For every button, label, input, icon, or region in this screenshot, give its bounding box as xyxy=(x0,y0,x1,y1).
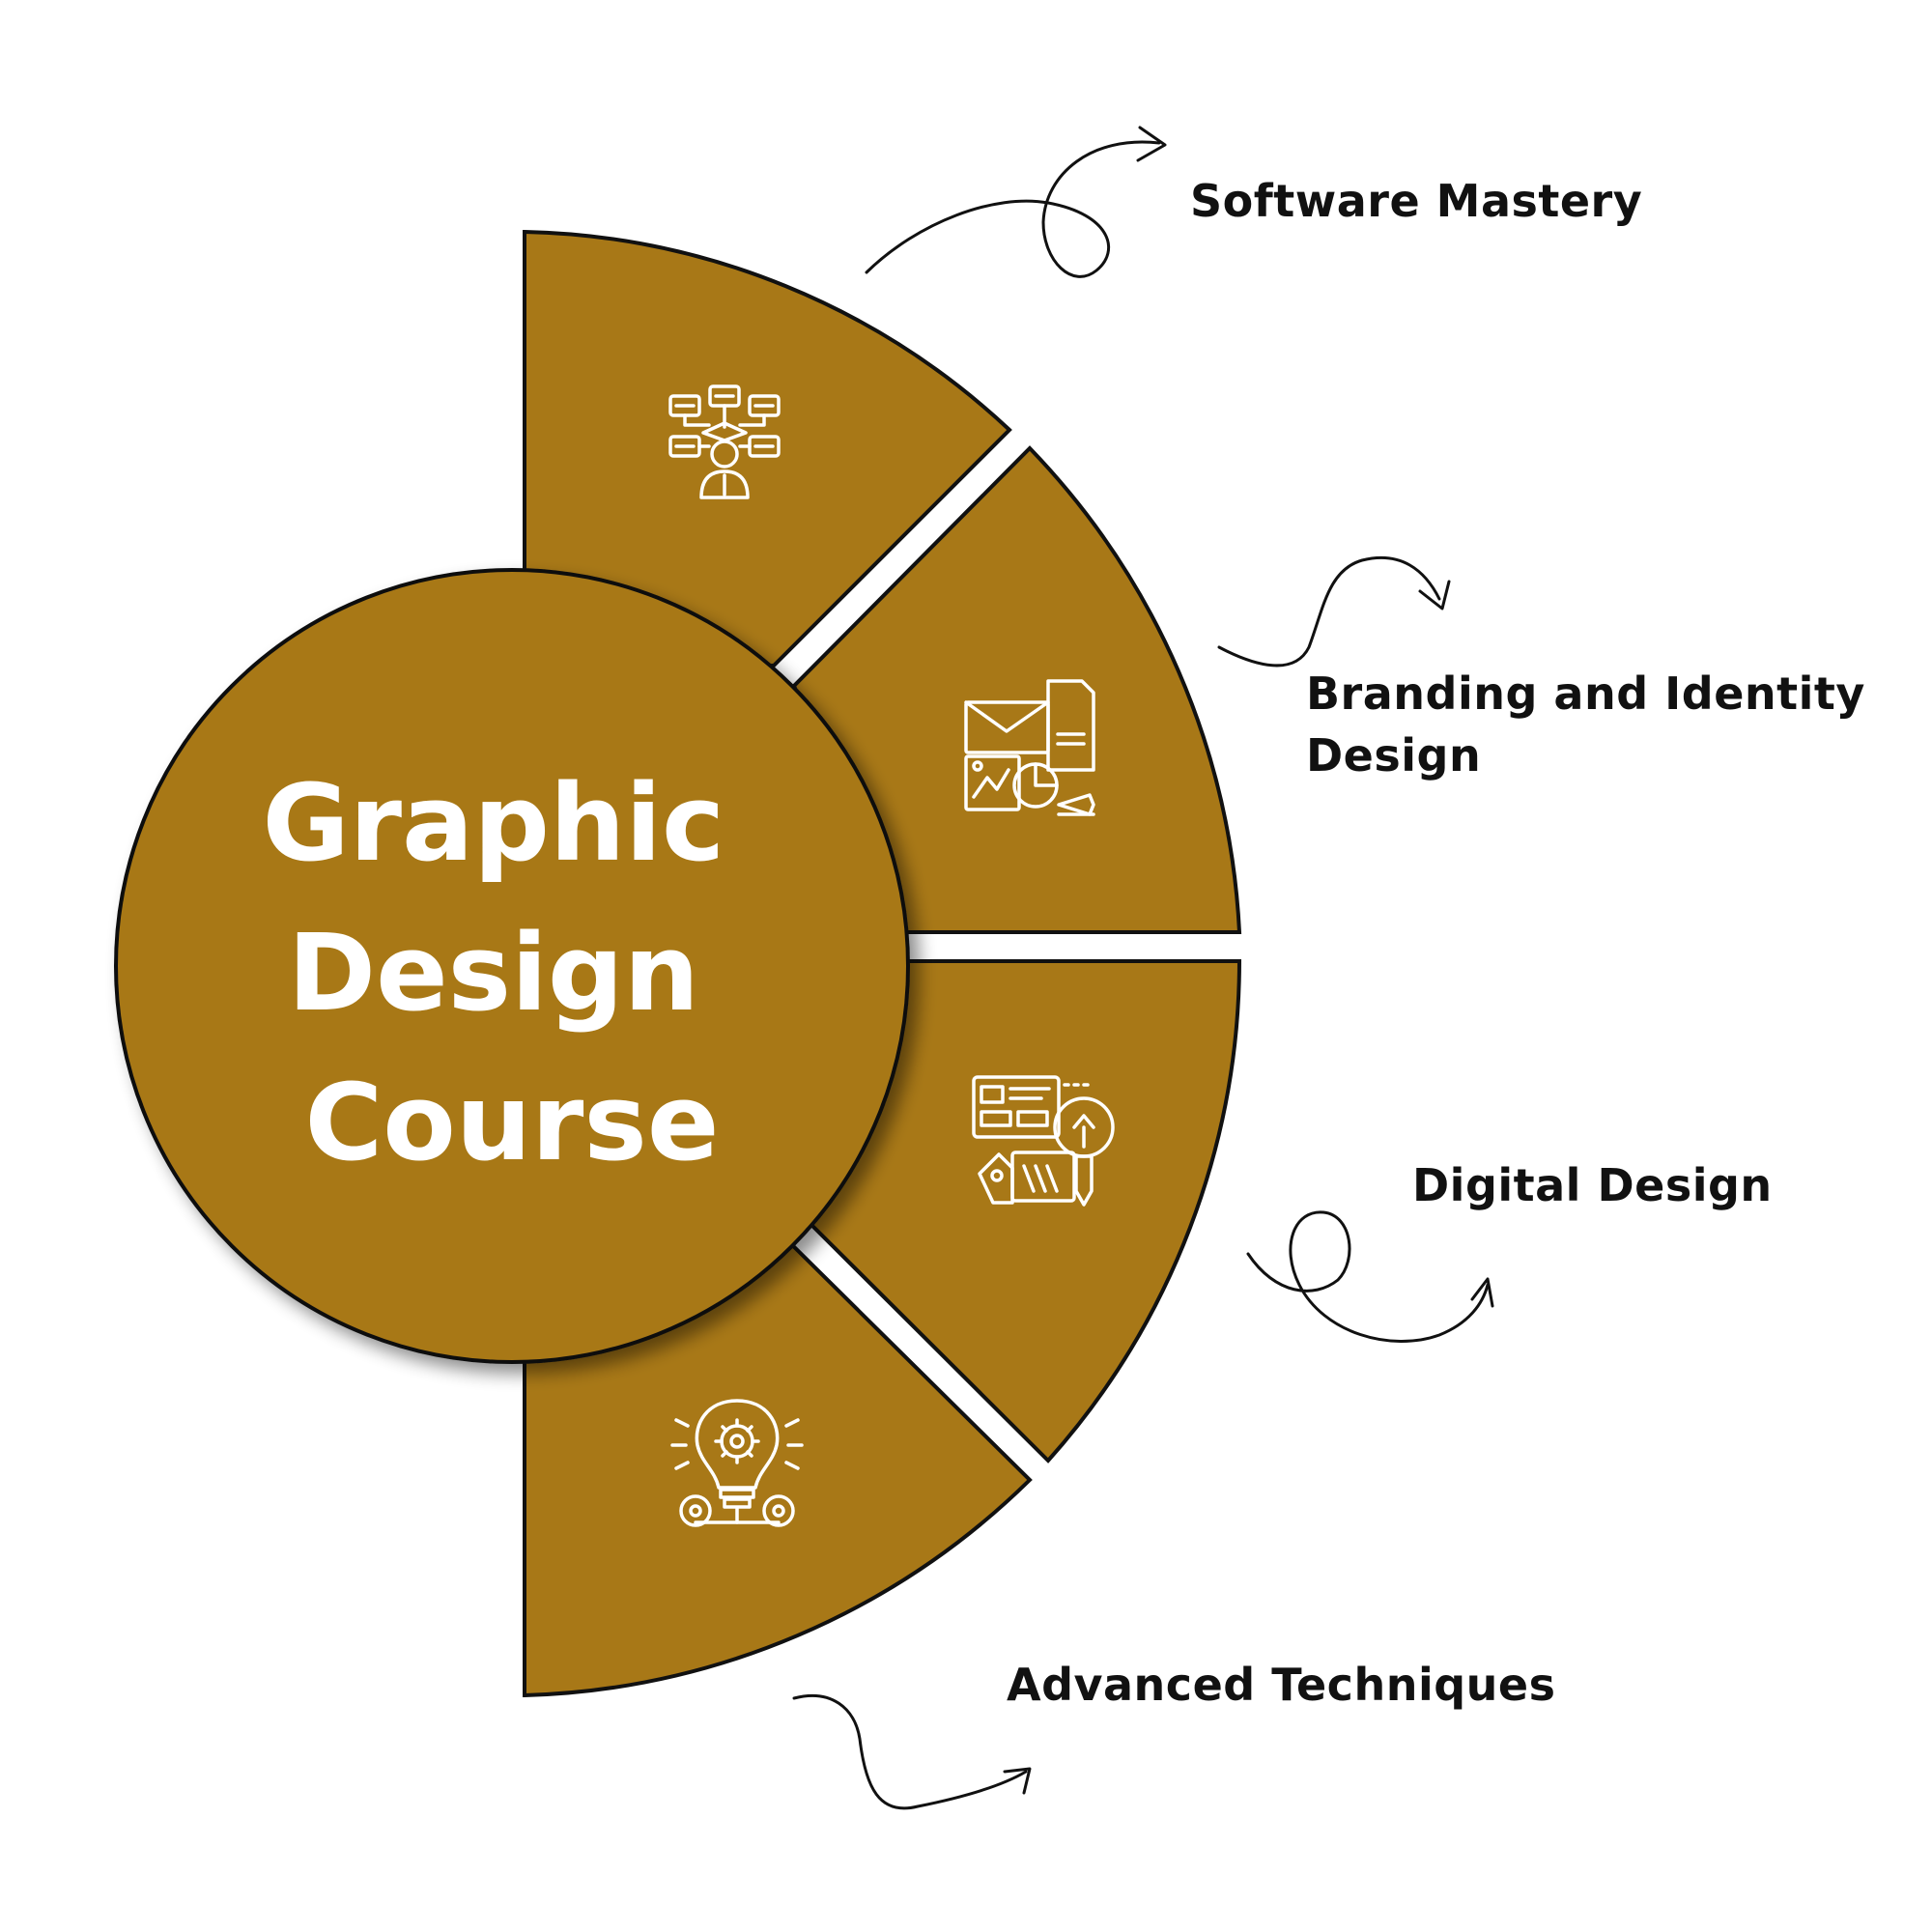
segment-branding-identity xyxy=(791,445,1242,934)
label-digital-design-line-1: Digital Design xyxy=(1412,1159,1773,1211)
segment-digital-design xyxy=(791,959,1242,1463)
connector-arrowhead-advanced-techniques xyxy=(1003,1767,1032,1795)
lightbulb-gears-icon xyxy=(670,1399,804,1527)
label-branding-identity-line-1: Branding and Identity xyxy=(1306,668,1865,720)
connector-arrowhead-digital-design xyxy=(1470,1277,1494,1308)
connector-arrow-branding-identity xyxy=(1217,555,1441,668)
label-digital-design: Digital Design xyxy=(1412,1154,1773,1216)
center-hub-circle xyxy=(114,568,910,1364)
hub-title-line-3: Course xyxy=(305,1061,720,1184)
design-idea-icon xyxy=(972,1075,1115,1207)
label-software-mastery: Software Mastery xyxy=(1190,170,1642,232)
label-software-mastery-line-1: Software Mastery xyxy=(1190,175,1643,227)
label-advanced-techniques: Advanced Techniques xyxy=(1007,1654,1555,1716)
brand-materials-icon xyxy=(964,679,1095,816)
connector-arrow-software-mastery xyxy=(865,140,1161,278)
hub-title-line-1: Graphic xyxy=(262,761,724,885)
label-advanced-techniques-line-1: Advanced Techniques xyxy=(1007,1659,1556,1711)
label-branding-identity: Branding and Identity Design xyxy=(1306,663,1865,786)
connector-arrow-digital-design xyxy=(1246,1210,1490,1343)
connector-arrow-advanced-techniques xyxy=(792,1693,1028,1810)
segment-software-mastery xyxy=(523,229,1012,668)
segment-advanced-techniques xyxy=(523,1219,1033,1698)
hub-title: Graphic Design Course xyxy=(262,761,761,1184)
connector-arrowhead-software-mastery xyxy=(1136,126,1167,162)
student-network-icon xyxy=(668,384,781,499)
hub-title-line-2: Design xyxy=(288,911,699,1035)
label-branding-identity-line-2: Design xyxy=(1306,729,1482,781)
connector-arrowhead-branding-identity xyxy=(1418,580,1451,611)
